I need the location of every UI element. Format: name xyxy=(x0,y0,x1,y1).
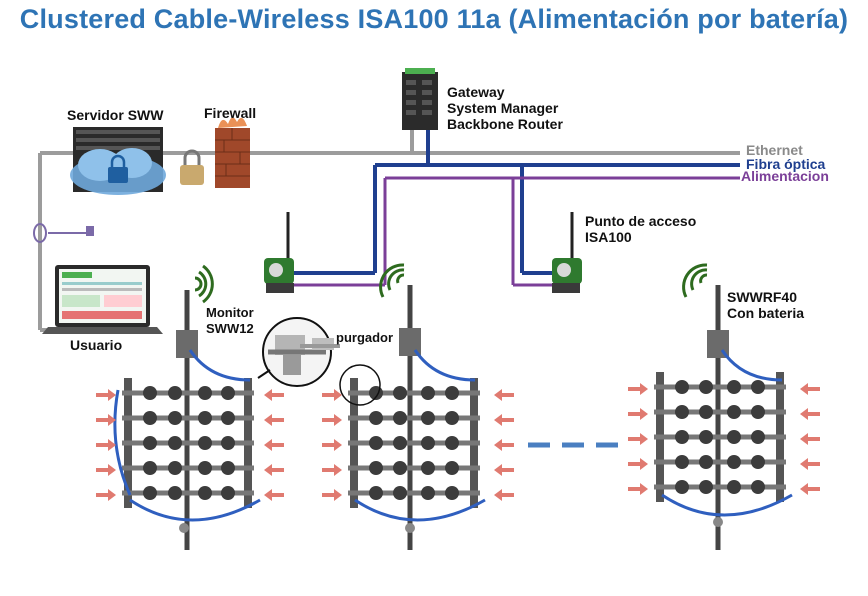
user-label: Usuario xyxy=(70,337,123,353)
ethernet-label: Ethernet xyxy=(746,142,803,158)
laptop-icon xyxy=(42,265,163,334)
fiber-lines xyxy=(290,128,740,275)
gateway-label: Gateway System Manager Backbone Router xyxy=(447,84,563,132)
access-point-label-line2: ISA100 xyxy=(585,229,632,245)
inflow-arrows xyxy=(96,383,820,501)
cloud-lock-icon xyxy=(108,154,128,183)
network-diagram: Clustered Cable-Wireless ISA100 11a (Ali… xyxy=(19,4,849,550)
diagram-canvas xyxy=(33,68,820,550)
purger-detail xyxy=(300,338,340,350)
server-icon xyxy=(70,127,166,195)
firewall-label: Firewall xyxy=(204,105,257,121)
monitor-label-line1: Monitor xyxy=(206,305,254,320)
wireless-signal-icon xyxy=(379,263,405,298)
steam-trap-cluster-3 xyxy=(654,285,793,550)
access-point-label-line1: Punto de acceso xyxy=(585,213,697,229)
steam-trap-cluster-2 xyxy=(339,285,486,550)
server-label: Servidor SWW xyxy=(67,107,164,123)
padlock-icon xyxy=(180,149,204,185)
fiber-label: Fibra óptica xyxy=(746,156,826,172)
steam-trap-cluster-1 xyxy=(113,290,261,550)
monitor-label: Monitor SWW12 xyxy=(206,305,254,337)
wireless-signal-icon xyxy=(194,264,214,304)
highlight-circle xyxy=(339,364,381,406)
access-point-label: Punto de acceso ISA100 xyxy=(585,213,696,245)
purger-label: purgador xyxy=(336,330,394,345)
sww-label-line2: Con bateria xyxy=(727,305,805,321)
cable-coil-icon xyxy=(33,223,47,243)
sww-label-line1: SWWRF40 xyxy=(727,289,797,305)
monitor-label-line2: SWW12 xyxy=(206,321,254,336)
access-point-icon xyxy=(264,212,294,293)
gateway-label-line3: Backbone Router xyxy=(447,116,563,132)
sww-label: SWWRF40 Con bateria xyxy=(727,289,804,321)
wireless-signal-icon xyxy=(682,263,708,298)
access-point-icon xyxy=(552,212,582,293)
power-label: Alimentacion xyxy=(741,168,829,184)
gateway-label-line2: System Manager xyxy=(447,100,559,116)
gateway-label-line1: Gateway xyxy=(447,84,505,100)
firewall-icon xyxy=(215,117,250,188)
gateway-icon xyxy=(402,68,438,130)
page-title: Clustered Cable-Wireless ISA100 11a (Ali… xyxy=(19,4,849,34)
magnifier-icon xyxy=(257,317,332,387)
